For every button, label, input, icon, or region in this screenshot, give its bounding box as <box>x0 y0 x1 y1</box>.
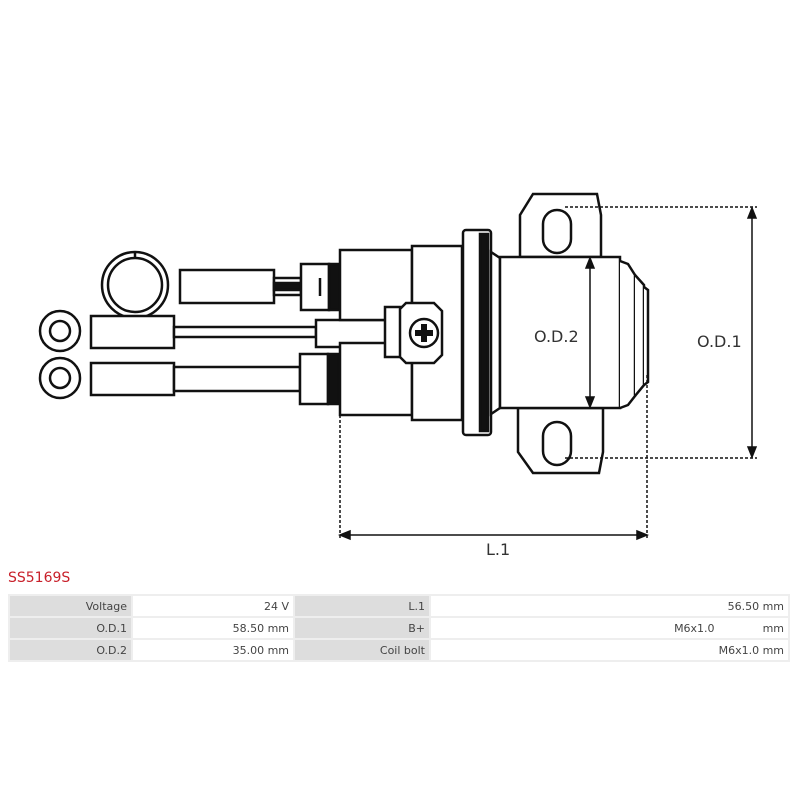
spec-value: M6x1.0 mm <box>431 618 788 638</box>
table-row: Voltage 24 V L.1 56.50 mm <box>10 596 788 616</box>
od2-label: O.D.2 <box>534 327 579 346</box>
spec-label: B+ <box>295 618 429 638</box>
solenoid-diagram: O.D.1 O.D.2 L.1 <box>38 192 758 559</box>
product-code: SS5169S <box>8 570 71 586</box>
ring-terminal-small-1 <box>38 309 388 353</box>
spec-label: O.D.2 <box>10 640 131 660</box>
l1-label: L.1 <box>486 540 510 559</box>
table-row: O.D.2 35.00 mm Coil bolt M6x1.0 mm <box>10 640 788 660</box>
table-row: O.D.1 58.50 mm B+ M6x1.0 mm <box>10 618 788 638</box>
od1-label: O.D.1 <box>697 332 742 351</box>
spec-label: L.1 <box>295 596 429 616</box>
spec-label: Voltage <box>10 596 131 616</box>
solenoid-body <box>338 192 650 475</box>
spec-value: 35.00 mm <box>133 640 293 660</box>
spec-label: Coil bolt <box>295 640 429 660</box>
spec-value-main: M6x1.0 <box>674 621 715 635</box>
spec-value-unit: mm <box>762 621 784 635</box>
spec-value: 24 V <box>133 596 293 616</box>
spec-value: M6x1.0 mm <box>431 640 788 660</box>
ring-terminal-small-2 <box>38 352 341 406</box>
spec-value: 56.50 mm <box>431 596 788 616</box>
specs-table: Voltage 24 V L.1 56.50 mm O.D.1 58.50 mm… <box>8 594 790 662</box>
dimension-lines <box>337 205 758 541</box>
spec-value: 58.50 mm <box>133 618 293 638</box>
spec-label: O.D.1 <box>10 618 131 638</box>
ring-terminal-large <box>100 250 342 320</box>
